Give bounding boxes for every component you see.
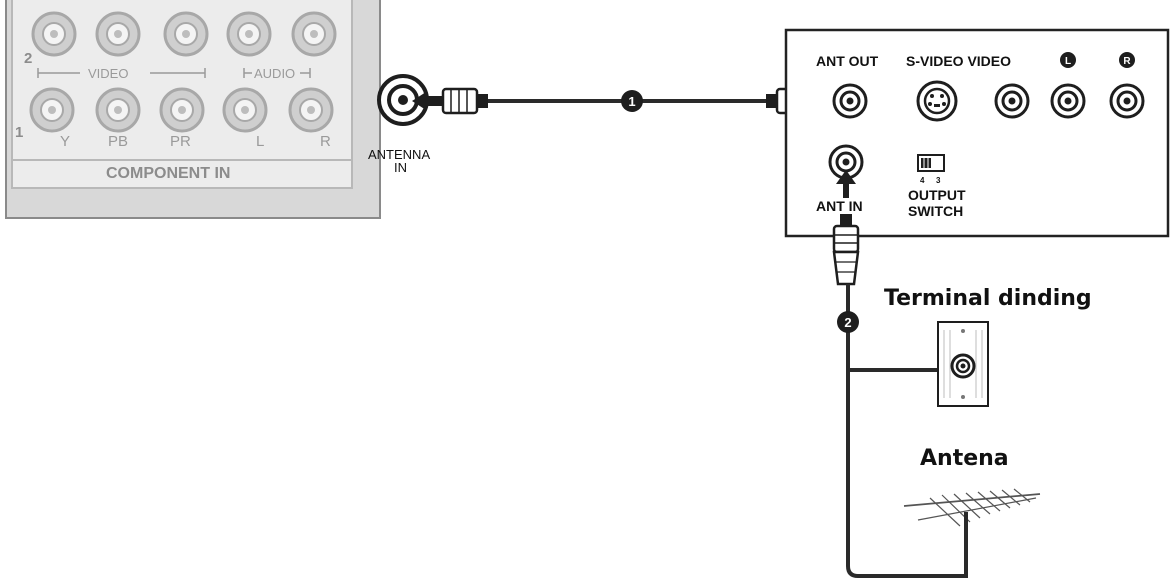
component-jacks-bottom-row: [29, 87, 334, 133]
jack-pb: [95, 87, 141, 133]
audio-r-marker: R: [1119, 52, 1135, 68]
svg-text:2: 2: [844, 315, 851, 330]
jack-top-3: [163, 11, 209, 57]
vcr-ant-out-jack: [832, 83, 868, 119]
jack-label-r: R: [320, 133, 331, 150]
vcr-audio-r-jack: [1109, 83, 1145, 119]
jack-pr: [159, 87, 205, 133]
tv-antenna-in-jack: [377, 74, 429, 126]
svg-text:L: L: [1065, 56, 1071, 67]
row-number-bottom: 1: [15, 124, 23, 141]
vcr-ant-in-jack: [828, 144, 864, 180]
jack-label-pb: PB: [108, 133, 128, 150]
wall-terminal-icon: [937, 321, 989, 407]
coax-plug-vertical: [832, 214, 860, 286]
component-in-label: COMPONENT IN: [106, 165, 230, 182]
jack-top-4: [226, 11, 272, 57]
vcr-svideo-jack: [916, 80, 958, 122]
switch-num-3: 3: [936, 176, 941, 185]
switch-num-4: 4: [920, 176, 925, 185]
jack-label-pr: PR: [170, 133, 191, 150]
jack-label-l: L: [256, 133, 264, 150]
vcr-video-jack: [994, 83, 1030, 119]
coax-plug-left: [412, 87, 488, 115]
jack-top-5: [291, 11, 337, 57]
audio-l-marker: L: [1060, 52, 1076, 68]
step-1-badge: 1: [621, 90, 643, 112]
antenna-label: Antena: [920, 446, 1009, 471]
output-switch-label-line2: SWITCH: [908, 203, 963, 219]
jack-top-2: [95, 11, 141, 57]
antenna-in-label-line2: IN: [394, 160, 407, 175]
svideo-video-label: S-VIDEO VIDEO: [906, 53, 1011, 69]
jack-top-1: [31, 11, 77, 57]
step-2-badge: 2: [837, 311, 859, 333]
arrow-up-icon: [836, 170, 856, 198]
jack-label-y: Y: [60, 133, 70, 150]
cable-step-2: 2: [832, 214, 968, 578]
output-switch-icon: [917, 154, 945, 172]
video-group-label: VIDEO: [88, 66, 128, 81]
wall-terminal-label: Terminal dinding: [884, 286, 1092, 311]
component-jacks-top-row: [31, 11, 337, 57]
cable-step-1: 1: [412, 87, 838, 115]
audio-group-bracket: [243, 68, 311, 78]
output-switch-label-line1: OUTPUT: [908, 187, 966, 203]
jack-l: [222, 87, 268, 133]
vcr-rear-panel: ANT OUT S-VIDEO VIDEO L R: [784, 28, 1170, 238]
jack-y: [29, 87, 75, 133]
antenna-icon: [903, 488, 1041, 527]
ant-in-label: ANT IN: [816, 198, 863, 214]
jack-r: [288, 87, 334, 133]
ant-out-label: ANT OUT: [816, 53, 879, 69]
audio-group-label: AUDIO: [254, 66, 295, 81]
video-group-bracket: [37, 68, 206, 78]
vcr-audio-l-jack: [1050, 83, 1086, 119]
tv-rear-panel: 2 VIDEO AUDIO 1 Y PB PR L R COMPONENT IN: [5, 0, 430, 219]
svg-text:R: R: [1123, 56, 1131, 67]
svg-text:1: 1: [628, 94, 635, 109]
antenna-in-label-line1: ANTENNA: [368, 147, 430, 162]
row-number-top: 2: [24, 50, 32, 67]
